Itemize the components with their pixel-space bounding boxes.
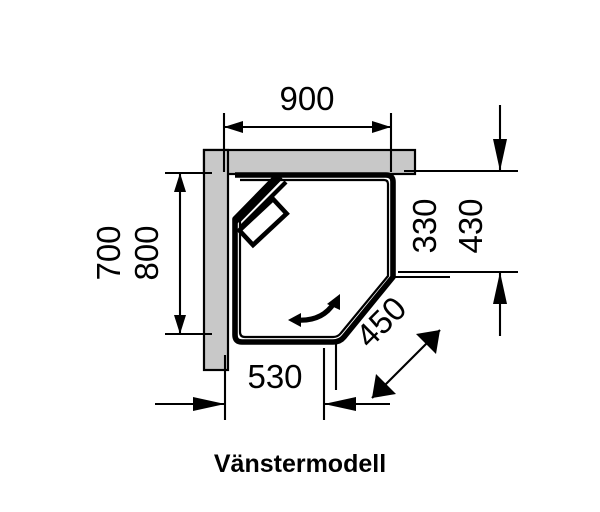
door-handle-rect — [236, 195, 290, 249]
shower-tray — [232, 172, 396, 345]
dimension-450-arrow-lower — [372, 374, 396, 398]
dimension-330: 330 — [406, 198, 443, 253]
dimension-330-label: 330 — [406, 198, 443, 253]
dimension-530-arrow-left — [193, 397, 225, 411]
dimension-900: 900 — [222, 80, 393, 172]
swing-arrow-curve — [295, 301, 337, 323]
dimension-530-arrow-right — [324, 397, 356, 411]
dimension-430-arrow-top — [493, 139, 507, 171]
dimension-530: 530 — [155, 348, 390, 420]
dimension-800-arrow-top — [174, 173, 186, 192]
dimension-900-arrow-left — [224, 121, 243, 133]
wall-profile-corner-joint — [206, 152, 226, 172]
dimension-800-arrow-bottom — [174, 315, 186, 334]
dimension-450-label: 450 — [348, 289, 413, 354]
drawing-caption: Vänstermodell — [214, 450, 386, 478]
dimension-450-arrow-upper — [416, 330, 440, 354]
swing-direction-arrow — [288, 294, 340, 327]
wall-profile-left — [202, 148, 230, 372]
shower-tray-inner-rim — [238, 178, 390, 339]
dimension-700-label: 700 — [90, 225, 127, 280]
shower-tray-outline — [232, 172, 396, 345]
dimension-800: 800 — [128, 171, 212, 336]
door-handle — [236, 195, 290, 249]
wall-profile-top — [202, 148, 417, 176]
dimension-900-label: 900 — [279, 80, 334, 117]
door-panel-line-outer — [234, 175, 283, 224]
dimension-530-label: 530 — [247, 358, 302, 395]
dimension-800-label: 800 — [128, 225, 165, 280]
swing-arrow-head-right — [327, 294, 340, 310]
dimension-430-arrow-bottom — [493, 272, 507, 304]
dimension-700: 700 — [90, 225, 127, 280]
swing-arrow-head-left — [288, 313, 301, 327]
dimension-450: 450 — [334, 275, 450, 399]
dimension-430-label: 430 — [452, 198, 489, 253]
dimension-900-arrow-right — [372, 121, 391, 133]
dimension-430: 430 — [398, 105, 518, 336]
